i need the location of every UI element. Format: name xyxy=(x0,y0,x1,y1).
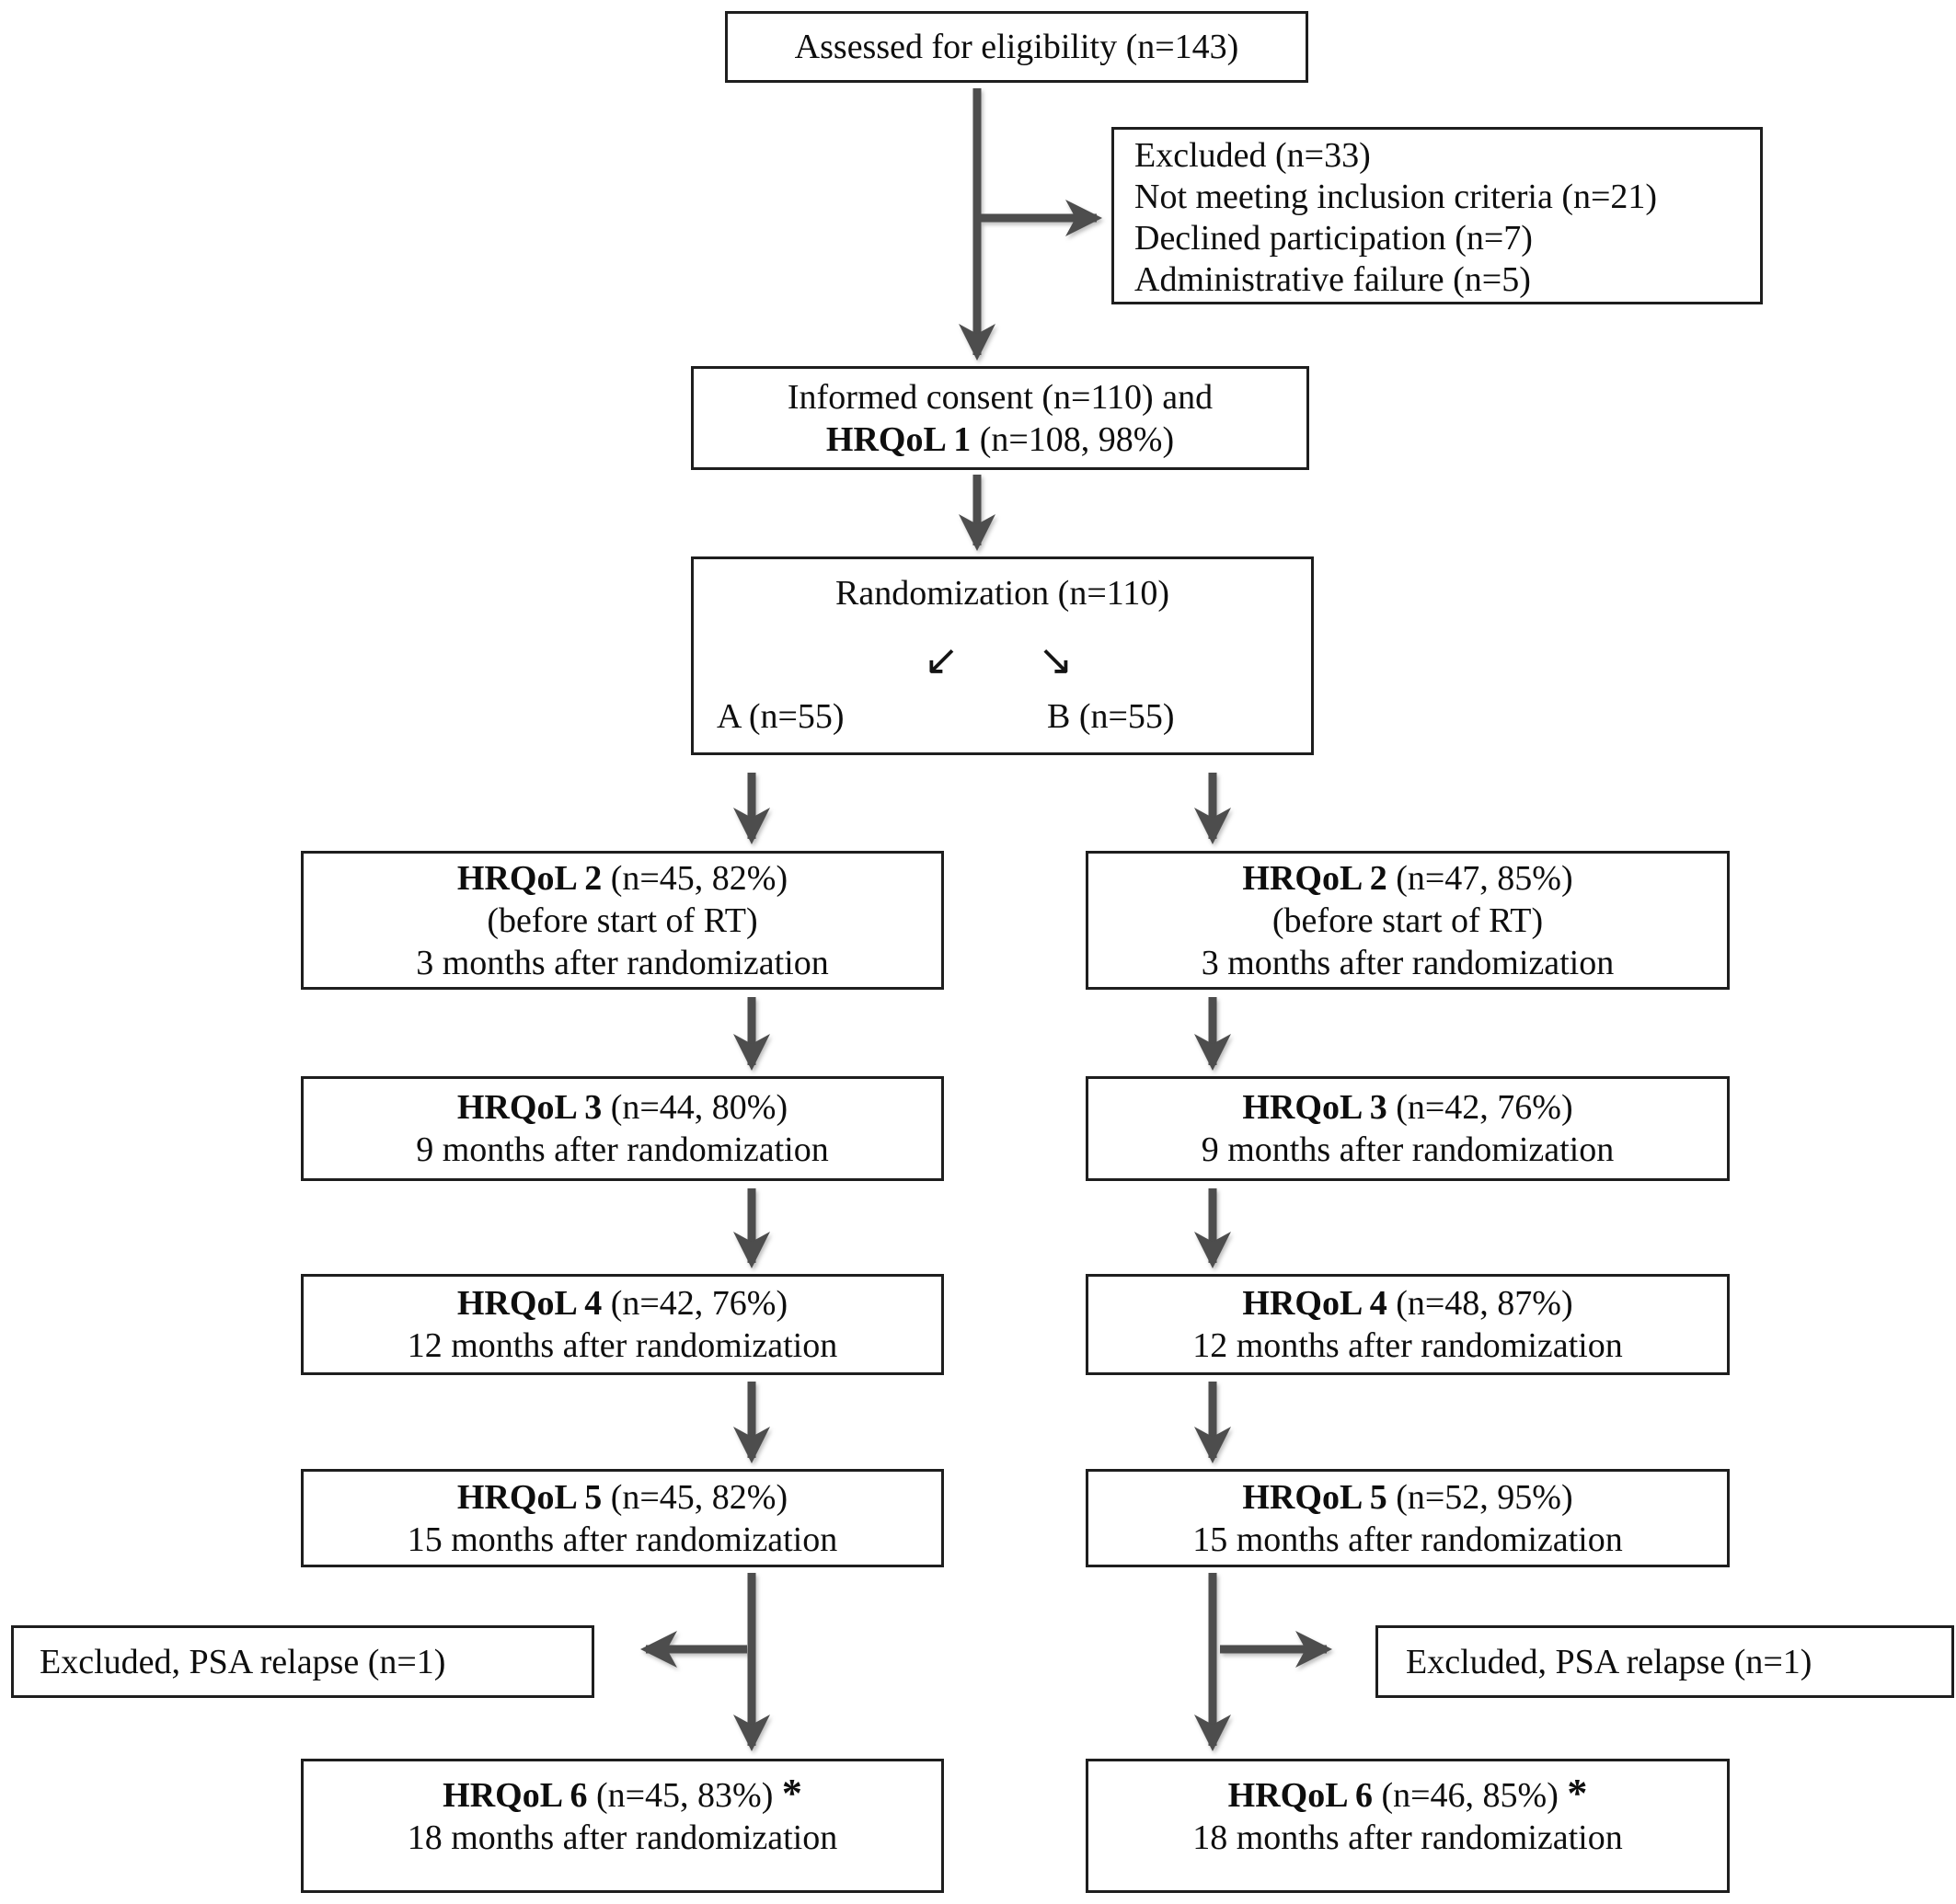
right-hrqol4-label: HRQoL 4 xyxy=(1242,1284,1387,1323)
left-hrqol5-n: (n=45, 82%) xyxy=(602,1477,788,1517)
arm-a-label: A (n=55) xyxy=(717,697,845,736)
box-informed-consent: Informed consent (n=110) and HRQoL 1 (n=… xyxy=(691,366,1309,470)
left-hrqol5-line1: HRQoL 5 (n=45, 82%) xyxy=(457,1476,788,1519)
right-hrqol6-n: (n=46, 85%) xyxy=(1372,1776,1568,1815)
left-hrqol4-n: (n=42, 76%) xyxy=(602,1284,788,1323)
right-hrqol3-line1: HRQoL 3 (n=42, 76%) xyxy=(1242,1086,1572,1129)
arm-b-label: B (n=55) xyxy=(1047,697,1175,736)
right-hrqol5-label: HRQoL 5 xyxy=(1242,1477,1387,1517)
excluded-line-1: Excluded (n=33) xyxy=(1134,135,1371,175)
right-hrqol5-line1: HRQoL 5 (n=52, 95%) xyxy=(1242,1476,1572,1519)
left-hrqol5-label: HRQoL 5 xyxy=(456,1477,603,1517)
left-hrqol2-line2: (before start of RT) xyxy=(487,900,758,940)
box-assessed-eligibility: Assessed for eligibility (n=143) xyxy=(725,11,1308,83)
box-randomization: Randomization (n=110) ↙ ↘ A (n=55) B (n=… xyxy=(691,556,1314,755)
right-hrqol2-line2: (before start of RT) xyxy=(1271,900,1544,940)
box-right-hrqol5: HRQoL 5 (n=52, 95%) 15 months after rand… xyxy=(1086,1469,1730,1567)
randomization-title: Randomization (n=110) xyxy=(834,574,1169,613)
down-left-arrow-icon: ↙ xyxy=(924,635,960,684)
box-right-hrqol4: HRQoL 4 (n=48, 87%) 12 months after rand… xyxy=(1086,1274,1730,1375)
right-hrqol2-label: HRQoL 2 xyxy=(1242,858,1387,898)
left-hrqol2-line1: HRQoL 2 (n=45, 82%) xyxy=(457,857,788,900)
box-right-hrqol3: HRQoL 3 (n=42, 76%) 9 months after rando… xyxy=(1086,1076,1730,1181)
right-hrqol3-label: HRQoL 3 xyxy=(1242,1088,1387,1127)
box-right-hrqol2: HRQoL 2 (n=47, 85%) (before start of RT)… xyxy=(1086,851,1730,990)
right-hrqol6-asterisk: * xyxy=(1567,1771,1588,1816)
assessed-text: Assessed for eligibility (n=143) xyxy=(794,28,1239,66)
box-left-hrqol6: HRQoL 6 (n=45, 83%) * 18 months after ra… xyxy=(301,1759,944,1893)
box-left-hrqol2: HRQoL 2 (n=45, 82%) (before start of RT)… xyxy=(301,851,944,990)
left-hrqol4-line2: 12 months after randomization xyxy=(407,1326,838,1365)
left-hrqol6-label: HRQoL 6 xyxy=(443,1776,588,1815)
right-psa-text: Excluded, PSA relapse (n=1) xyxy=(1406,1642,1812,1681)
box-left-psa-excluded: Excluded, PSA relapse (n=1) xyxy=(11,1625,594,1698)
right-hrqol5-line2: 15 months after randomization xyxy=(1192,1520,1623,1559)
right-hrqol6-label: HRQoL 6 xyxy=(1227,1776,1373,1815)
right-hrqol4-line1: HRQoL 4 (n=48, 87%) xyxy=(1242,1282,1572,1325)
left-hrqol2-label: HRQoL 2 xyxy=(456,858,603,898)
left-hrqol5-line2: 15 months after randomization xyxy=(407,1520,838,1559)
down-right-arrow-icon: ↘ xyxy=(1038,635,1074,684)
left-hrqol6-line2: 18 months after randomization xyxy=(407,1818,838,1857)
excluded-line-3: Declined participation (n=7) xyxy=(1134,218,1533,258)
box-left-hrqol4: HRQoL 4 (n=42, 76%) 12 months after rand… xyxy=(301,1274,944,1375)
left-hrqol4-label: HRQoL 4 xyxy=(456,1284,603,1323)
right-hrqol2-line3: 3 months after randomization xyxy=(1201,943,1615,982)
right-hrqol2-line1: HRQoL 2 (n=47, 85%) xyxy=(1242,857,1572,900)
left-hrqol3-n: (n=44, 80%) xyxy=(602,1088,788,1127)
right-hrqol2-n: (n=47, 85%) xyxy=(1386,858,1573,898)
right-hrqol6-line1: HRQoL 6 (n=46, 85%) * xyxy=(1228,1772,1588,1817)
right-hrqol6-line2: 18 months after randomization xyxy=(1192,1818,1623,1857)
box-right-psa-excluded: Excluded, PSA relapse (n=1) xyxy=(1375,1625,1954,1698)
box-left-hrqol3: HRQoL 3 (n=44, 80%) 9 months after rando… xyxy=(301,1076,944,1181)
left-hrqol3-line2: 9 months after randomization xyxy=(416,1130,829,1169)
right-hrqol4-line2: 12 months after randomization xyxy=(1192,1326,1623,1365)
left-hrqol3-label: HRQoL 3 xyxy=(456,1088,603,1127)
consent-line-1: Informed consent (n=110) and xyxy=(787,377,1214,417)
consent-hrqol1-label: HRQoL 1 xyxy=(825,419,972,459)
left-hrqol6-line1: HRQoL 6 (n=45, 83%) * xyxy=(443,1772,802,1817)
left-hrqol2-line3: 3 months after randomization xyxy=(416,943,829,982)
consent-hrqol1-n: (n=108, 98%) xyxy=(971,419,1175,459)
left-hrqol2-n: (n=45, 82%) xyxy=(602,858,788,898)
box-left-hrqol5: HRQoL 5 (n=45, 82%) 15 months after rand… xyxy=(301,1469,944,1567)
left-psa-text: Excluded, PSA relapse (n=1) xyxy=(40,1642,446,1681)
consent-line-2: HRQoL 1 (n=108, 98%) xyxy=(826,419,1174,461)
box-right-hrqol6: HRQoL 6 (n=46, 85%) * 18 months after ra… xyxy=(1086,1759,1730,1893)
left-hrqol6-asterisk: * xyxy=(781,1771,802,1816)
box-excluded-top: Excluded (n=33) Not meeting inclusion cr… xyxy=(1111,127,1763,304)
excluded-line-2: Not meeting inclusion criteria (n=21) xyxy=(1134,177,1658,216)
right-hrqol4-n: (n=48, 87%) xyxy=(1386,1284,1573,1323)
left-hrqol3-line1: HRQoL 3 (n=44, 80%) xyxy=(457,1086,788,1129)
right-hrqol5-n: (n=52, 95%) xyxy=(1386,1477,1573,1517)
left-hrqol6-n: (n=45, 83%) xyxy=(587,1776,782,1815)
excluded-line-4: Administrative failure (n=5) xyxy=(1134,259,1531,299)
right-hrqol3-n: (n=42, 76%) xyxy=(1386,1088,1573,1127)
left-hrqol4-line1: HRQoL 4 (n=42, 76%) xyxy=(457,1282,788,1325)
right-hrqol3-line2: 9 months after randomization xyxy=(1201,1130,1615,1169)
